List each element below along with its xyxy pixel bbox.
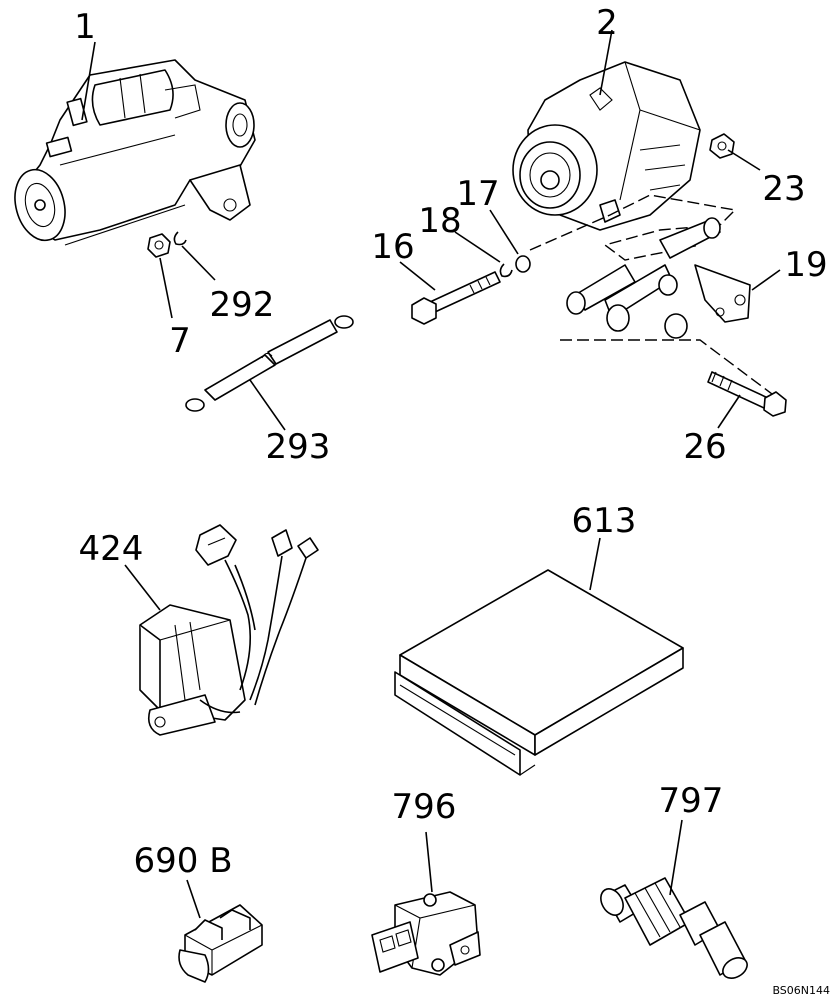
relay-harness-424-drawing[interactable] — [139, 524, 319, 736]
controller-613-drawing[interactable] — [394, 569, 684, 776]
callout-label-p16: 16 — [371, 227, 414, 267]
callout-label-p292: 292 — [210, 285, 275, 325]
callout-label-p1: 1 — [74, 7, 96, 47]
callout-label-p17: 17 — [456, 174, 499, 214]
callout-label-p293: 293 — [266, 427, 331, 467]
washer-292-drawing[interactable] — [173, 231, 187, 246]
nut-23-drawing[interactable] — [709, 133, 735, 159]
spring-washer-18-drawing[interactable] — [499, 263, 513, 278]
callout-label-p796: 796 — [392, 787, 457, 827]
callout-label-p690b: 690 B — [133, 841, 232, 881]
bracket-19-drawing[interactable] — [566, 217, 751, 339]
temperature-sensor-797-drawing[interactable] — [596, 877, 750, 982]
sensor-796-drawing[interactable] — [371, 891, 481, 976]
callout-label-p23: 23 — [762, 169, 805, 209]
callout-label-p7: 7 — [169, 321, 191, 361]
callout-label-p613: 613 — [572, 501, 637, 541]
callout-label-p2: 2 — [596, 3, 618, 43]
bolt-16-drawing[interactable] — [411, 271, 501, 325]
drawing-code: BS06N144 — [772, 984, 830, 997]
starter-drawing[interactable] — [8, 59, 256, 246]
nut-7-drawing[interactable] — [147, 233, 171, 258]
callout-label-p19: 19 — [784, 245, 827, 285]
callout-label-p26: 26 — [683, 427, 726, 467]
cable-293-drawing[interactable] — [185, 315, 354, 412]
callout-label-p797: 797 — [659, 781, 724, 821]
callout-label-p18: 18 — [418, 201, 461, 241]
callout-label-p424: 424 — [79, 529, 144, 569]
bolt-26-drawing[interactable] — [707, 371, 787, 417]
connector-690b-drawing[interactable] — [178, 904, 263, 983]
alternator-drawing[interactable] — [512, 61, 701, 231]
washer-17-drawing[interactable] — [515, 255, 531, 273]
